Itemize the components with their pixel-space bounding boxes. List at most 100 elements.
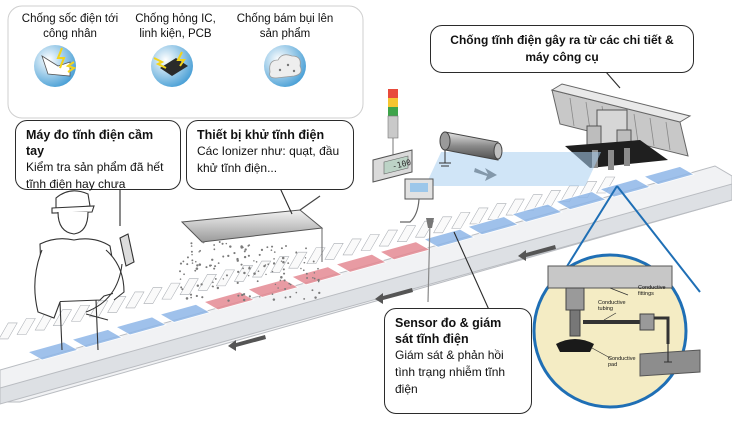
ion-particle	[295, 251, 298, 254]
ion-particle	[248, 295, 251, 298]
roller	[0, 322, 18, 340]
ion-particle	[279, 279, 282, 282]
signal-tower	[387, 89, 399, 158]
ion-particle	[243, 293, 246, 295]
ion-particle	[285, 245, 287, 247]
ion-particle	[253, 272, 256, 275]
ion-particle	[179, 270, 181, 273]
ion-particle	[270, 249, 273, 251]
ion-particle	[185, 297, 189, 300]
ion-particle	[191, 253, 193, 256]
roller	[469, 207, 489, 225]
product-tray	[334, 253, 388, 273]
ion-particle	[272, 262, 276, 265]
product-tray	[26, 341, 80, 361]
ion-particle	[271, 245, 274, 248]
ion-particle	[256, 280, 259, 283]
ion-particle	[247, 274, 250, 277]
ion-particle	[244, 248, 247, 251]
ion-particle	[237, 270, 240, 273]
ion-particle	[243, 255, 247, 259]
zoom-detail	[532, 185, 701, 409]
ion-particle	[201, 296, 204, 299]
ion-particle	[216, 286, 220, 290]
ionizer-bar	[439, 131, 503, 167]
ion-particle	[195, 260, 197, 263]
ion-particle	[194, 269, 197, 272]
ion-particle	[265, 273, 267, 276]
ion-particle	[213, 248, 216, 251]
ion-particle	[190, 296, 192, 299]
ion-particle	[237, 294, 240, 297]
ion-particle	[225, 274, 229, 277]
ion-particle	[280, 260, 283, 262]
roller	[52, 309, 73, 326]
roller	[396, 225, 417, 242]
ion-particle	[288, 282, 291, 285]
ion-particle	[236, 281, 239, 284]
ion-particle	[277, 287, 279, 289]
damaged-chip-icon	[151, 45, 193, 87]
ion-particle	[196, 284, 200, 287]
ion-particle	[247, 254, 250, 257]
roller	[179, 278, 199, 296]
ion-particle	[260, 248, 264, 252]
product-tray	[246, 278, 300, 298]
callout-title: Chống tĩnh điện gây ra từ các chi tiết &…	[450, 33, 674, 64]
ion-particle	[199, 249, 202, 252]
ion-particle	[211, 258, 214, 261]
ion-particle	[214, 265, 217, 268]
ion-particle	[233, 251, 236, 255]
overhead-ionizer	[179, 195, 324, 302]
ion-particle	[300, 267, 302, 270]
label-conductive-pad: Conductive pad	[608, 356, 636, 368]
ion-particle	[313, 277, 316, 280]
ion-particle	[266, 246, 269, 249]
ion-particle	[318, 291, 321, 295]
roller	[215, 269, 235, 287]
ion-particle	[190, 242, 193, 245]
roller	[143, 287, 163, 304]
ion-particle	[273, 258, 275, 260]
ion-particle	[284, 296, 287, 299]
label-conductive-fittings: Conductive fittings	[638, 285, 666, 297]
ion-particle	[303, 297, 306, 300]
ion-particle	[191, 259, 194, 262]
ion-particle	[227, 254, 230, 258]
ion-particle	[227, 299, 230, 302]
callout-title: Thiết bị khử tĩnh điện	[197, 128, 325, 142]
ion-particle	[306, 277, 309, 279]
product-tray	[290, 266, 344, 286]
ion-particle	[312, 276, 314, 279]
roller	[16, 318, 36, 335]
ion-particle	[280, 276, 283, 279]
roller	[270, 256, 290, 273]
ion-particle	[282, 268, 285, 271]
ion-particle	[295, 291, 298, 294]
ion-particle	[195, 294, 198, 298]
ion-particle	[189, 293, 193, 296]
ion-particles	[179, 240, 321, 302]
ion-particle	[287, 262, 290, 265]
ion-particle	[229, 245, 232, 248]
ion-particle	[222, 255, 225, 258]
product-tray	[378, 241, 432, 261]
ion-particle	[205, 266, 208, 269]
ion-particle	[200, 283, 203, 286]
ion-particle	[190, 250, 193, 253]
callout-title: Sensor đo & giám sát tĩnh điện	[395, 316, 502, 346]
handling-machine	[425, 83, 692, 186]
ion-particle	[186, 256, 189, 259]
ion-particle	[218, 241, 221, 243]
ion-particle	[273, 251, 276, 253]
ion-particle	[267, 263, 270, 266]
ion-particle	[181, 288, 184, 291]
ion-particle	[236, 259, 239, 262]
product-tray	[114, 316, 168, 336]
roller	[451, 212, 471, 229]
ion-particle	[255, 261, 258, 263]
ion-particle	[264, 264, 267, 266]
ion-particle	[243, 271, 246, 275]
ion-particle	[281, 256, 285, 260]
roller	[324, 243, 344, 260]
